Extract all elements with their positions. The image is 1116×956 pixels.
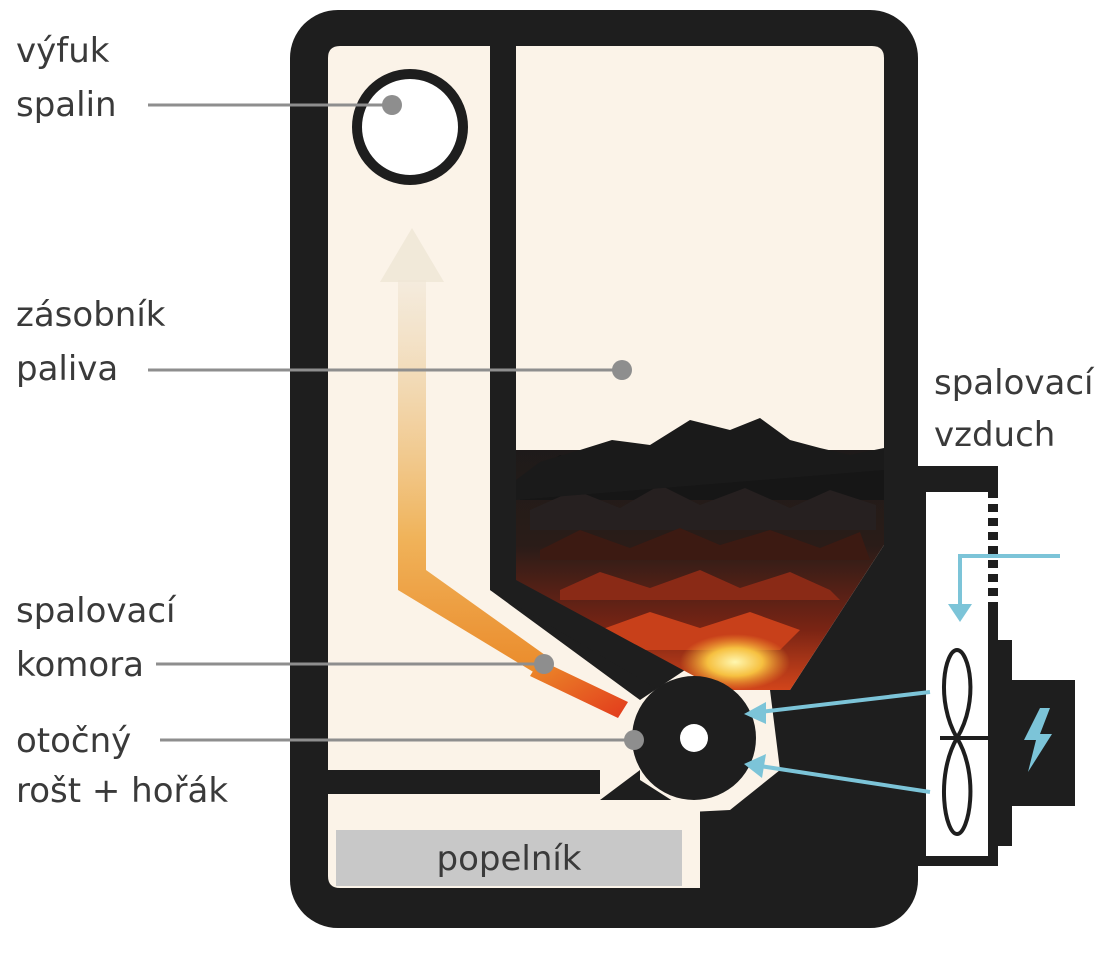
svg-text:zásobník: zásobník: [16, 295, 166, 335]
fan-icon: [940, 647, 990, 837]
air-intake-housing: [918, 466, 1075, 866]
fuel-pile-top: [516, 418, 884, 500]
lightning-icon: [1024, 708, 1052, 772]
label-exhaust: výfuk spalin: [16, 31, 117, 125]
svg-text:otočný: otočný: [16, 721, 131, 761]
rotating-grate: [632, 676, 756, 800]
flue-gas-arrowhead: [380, 228, 444, 282]
leader-lines: [148, 103, 634, 742]
label-fuel-hopper: zásobník paliva: [16, 295, 166, 389]
chamber-marker: [534, 654, 554, 674]
svg-text:paliva: paliva: [16, 349, 118, 389]
flue-channel-interior: [328, 46, 640, 800]
exhaust-marker: [382, 95, 402, 115]
leader-dots: [382, 95, 644, 750]
ash-pan-label: popelník: [436, 839, 581, 879]
hopper-marker: [612, 360, 632, 380]
svg-text:výfuk: výfuk: [16, 31, 110, 71]
grate-shelf: [328, 770, 600, 794]
ash-pan: [336, 830, 682, 886]
svg-text:spalovací: spalovací: [934, 363, 1095, 403]
combustion-flow-arrow: [530, 660, 628, 718]
svg-text:rošt + hořák: rošt + hořák: [16, 771, 228, 811]
label-combustion-air: spalovací vzduch: [934, 363, 1095, 455]
grate-marker: [624, 730, 644, 750]
svg-text:komora: komora: [16, 645, 144, 685]
flue-gas-up-arrow: [398, 280, 552, 676]
label-combustion-chamber: spalovací komora: [16, 591, 177, 685]
svg-text:vzduch: vzduch: [934, 415, 1055, 455]
label-grate-burner: otočný rošt + hořák: [16, 721, 228, 811]
exhaust-port: [352, 69, 468, 185]
svg-text:spalin: spalin: [16, 85, 117, 125]
svg-text:spalovací: spalovací: [16, 591, 177, 631]
air-flow-arrows: [759, 554, 1060, 794]
air-flow-arrowheads: [744, 604, 972, 778]
